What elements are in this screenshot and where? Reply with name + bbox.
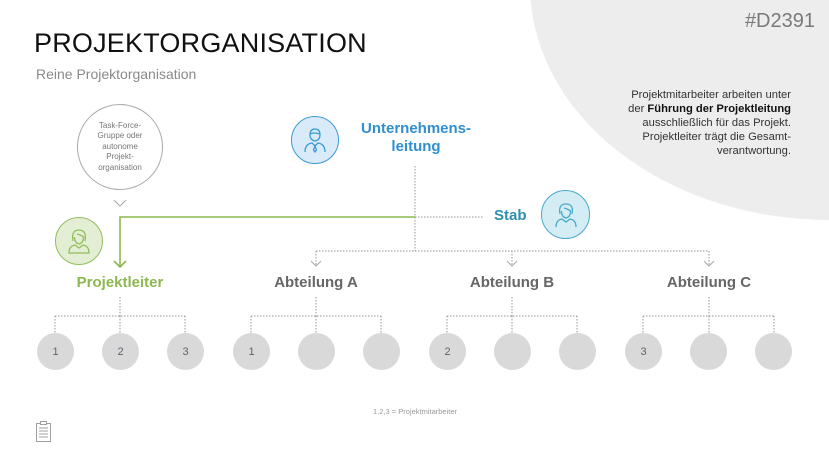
woman-icon: [55, 217, 103, 265]
member-circle: [559, 333, 596, 370]
node-stab: Stab: [494, 207, 527, 224]
clipboard-icon[interactable]: [36, 421, 51, 447]
page-subtitle: Reine Projektorganisation: [36, 66, 197, 82]
member-circle: 1: [37, 333, 74, 370]
member-circle: [755, 333, 792, 370]
member-circle: 3: [625, 333, 662, 370]
businessman-icon: [291, 116, 339, 164]
slide-code: #D2391: [744, 10, 815, 32]
member-circle: 1: [233, 333, 270, 370]
woman-icon: [541, 190, 590, 239]
node-abteilung-c: Abteilung C: [666, 274, 752, 291]
member-circle: 2: [429, 333, 466, 370]
member-circle: 2: [102, 333, 139, 370]
page-title: PROJEKTORGANISATION: [34, 28, 367, 58]
node-projektleiter: Projektleiter: [76, 274, 164, 291]
node-unternehmensleitung: Unternehmens- leitung: [360, 120, 472, 155]
member-circle: [363, 333, 400, 370]
footnote: 1,2,3 = Projektmitarbeiter: [373, 407, 457, 416]
member-circle: [494, 333, 531, 370]
member-circle: [298, 333, 335, 370]
node-abteilung-b: Abteilung B: [469, 274, 555, 291]
node-abteilung-a: Abteilung A: [274, 274, 358, 291]
description-text: Projektmitarbeiter arbeiten unter der Fü…: [628, 89, 791, 157]
member-circle: [690, 333, 727, 370]
member-circle: 3: [167, 333, 204, 370]
taskforce-circle: Task-Force- Gruppe oder autonome Projekt…: [77, 104, 163, 190]
